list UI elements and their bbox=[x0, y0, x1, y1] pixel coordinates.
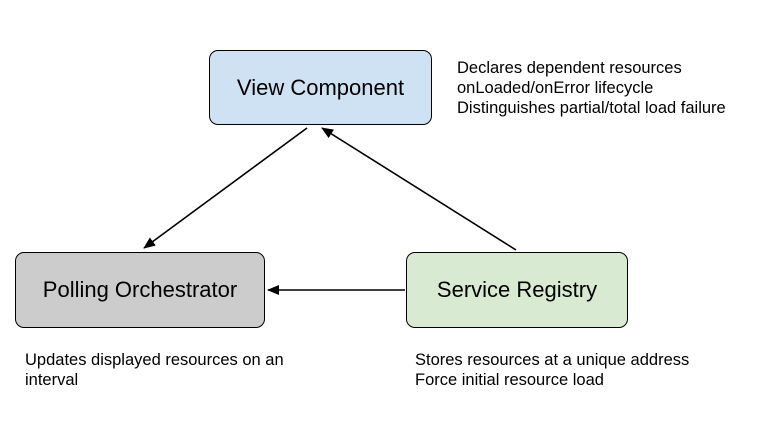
polling-orchestrator-label: Polling Orchestrator bbox=[42, 277, 238, 302]
arrow-view-to-polling bbox=[143, 127, 308, 249]
polling-orchestrator-node: Polling Orchestrator bbox=[15, 252, 265, 328]
polling-orchestrator-notes: Updates displayed resources on an interv… bbox=[25, 350, 284, 390]
view-component-notes: Declares dependent resources onLoaded/on… bbox=[457, 58, 726, 118]
note-line: Force initial resource load bbox=[415, 371, 604, 389]
view-component-node: View Component bbox=[209, 50, 432, 125]
note-line: Stores resources at a unique address bbox=[415, 351, 690, 369]
note-line: Declares dependent resources bbox=[457, 59, 682, 77]
service-registry-node: Service Registry bbox=[406, 252, 628, 328]
note-line: Updates displayed resources on an bbox=[25, 351, 284, 369]
note-line: onLoaded/onError lifecycle bbox=[457, 79, 654, 97]
service-registry-label: Service Registry bbox=[436, 277, 598, 302]
service-registry-notes: Stores resources at a unique address For… bbox=[415, 350, 689, 390]
arrow-registry-to-view bbox=[321, 127, 517, 251]
note-line: interval bbox=[25, 371, 79, 389]
note-line: Distinguishes partial/total load failure bbox=[457, 99, 726, 117]
view-component-label: View Component bbox=[236, 74, 405, 100]
